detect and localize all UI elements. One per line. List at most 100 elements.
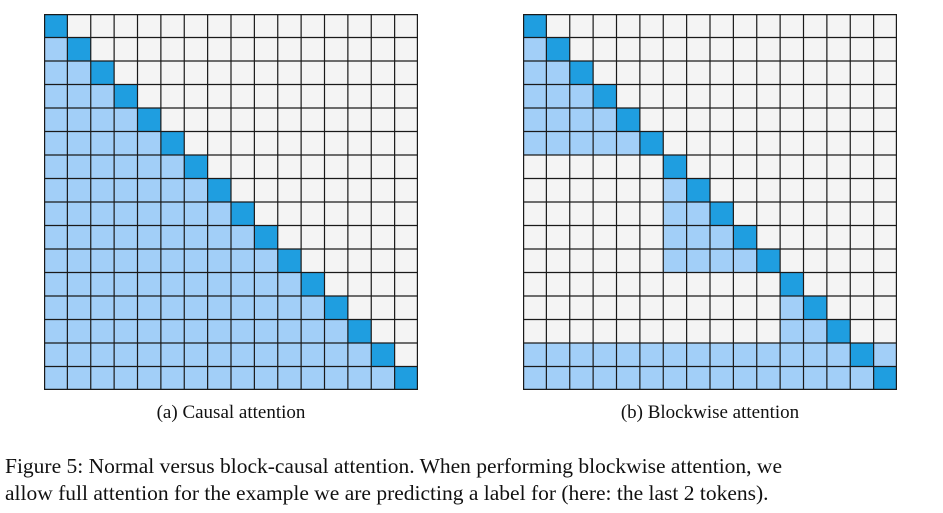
causal-cell-attended xyxy=(44,108,68,132)
causal-cell-diagonal xyxy=(160,131,185,155)
blockwise-cell-masked xyxy=(639,272,664,296)
causal-cell-attended xyxy=(44,319,68,343)
causal-cell-masked xyxy=(324,178,348,202)
blockwise-cell-masked xyxy=(873,202,897,226)
causal-cell-masked xyxy=(231,14,255,38)
blockwise-cell-attended xyxy=(803,366,827,390)
blockwise-cell-masked xyxy=(639,178,664,202)
blockwise-cell-attended xyxy=(569,131,594,155)
blockwise-cell-attended xyxy=(546,61,570,85)
causal-cell-masked xyxy=(254,37,278,61)
blockwise-cell-attended xyxy=(710,366,734,390)
blockwise-cell-masked xyxy=(873,108,897,132)
blockwise-cell-attended xyxy=(546,131,570,155)
figure-caption-line-1: Figure 5: Normal versus block-causal att… xyxy=(5,454,782,478)
causal-cell-masked xyxy=(137,61,161,85)
blockwise-cell-masked xyxy=(710,155,734,179)
causal-cell-masked xyxy=(207,155,231,179)
blockwise-cell-masked xyxy=(850,37,874,61)
causal-cell-attended xyxy=(160,178,185,202)
causal-cell-attended xyxy=(231,249,255,273)
blockwise-cell-masked xyxy=(616,319,640,343)
blockwise-cell-masked xyxy=(639,61,664,85)
blockwise-cell-diagonal xyxy=(780,272,804,296)
blockwise-cell-masked xyxy=(639,249,664,273)
blockwise-cell-masked xyxy=(710,296,734,320)
causal-cell-masked xyxy=(324,37,348,61)
blockwise-cell-masked xyxy=(850,296,874,320)
causal-cell-masked xyxy=(231,155,255,179)
causal-cell-masked xyxy=(324,14,348,38)
blockwise-cell-masked xyxy=(593,202,617,226)
blockwise-cell-attended xyxy=(546,108,570,132)
blockwise-cell-masked xyxy=(616,178,640,202)
blockwise-cell-masked xyxy=(826,61,851,85)
causal-cell-attended xyxy=(301,343,325,367)
causal-cell-masked xyxy=(301,131,325,155)
causal-cell-attended xyxy=(160,319,185,343)
causal-cell-attended xyxy=(184,178,208,202)
causal-cell-attended xyxy=(114,319,138,343)
causal-cell-attended xyxy=(114,272,138,296)
blockwise-cell-masked xyxy=(756,296,781,320)
blockwise-cell-masked xyxy=(639,225,664,249)
causal-cell-attended xyxy=(114,108,138,132)
blockwise-cell-masked xyxy=(756,155,781,179)
blockwise-cell-attended xyxy=(639,366,664,390)
causal-cell-attended xyxy=(114,343,138,367)
causal-cell-attended xyxy=(44,178,68,202)
causal-cell-attended xyxy=(160,296,185,320)
blockwise-cell-masked xyxy=(803,61,827,85)
blockwise-cell-masked xyxy=(733,108,757,132)
causal-cell-diagonal xyxy=(394,366,418,390)
causal-cell-masked xyxy=(277,202,302,226)
blockwise-cell-masked xyxy=(733,296,757,320)
causal-cell-masked xyxy=(301,202,325,226)
blockwise-cell-masked xyxy=(733,178,757,202)
causal-cell-masked xyxy=(207,14,231,38)
causal-cell-diagonal xyxy=(184,155,208,179)
figure-caption-line-2: allow full attention for the example we … xyxy=(5,481,769,505)
blockwise-cell-attended xyxy=(523,108,547,132)
blockwise-cell-masked xyxy=(826,37,851,61)
blockwise-cell-masked xyxy=(616,155,640,179)
causal-cell-masked xyxy=(231,131,255,155)
blockwise-cell-masked xyxy=(733,155,757,179)
causal-cell-masked xyxy=(394,131,418,155)
causal-cell-masked xyxy=(347,225,372,249)
blockwise-cell-masked xyxy=(756,131,781,155)
blockwise-cell-masked xyxy=(873,319,897,343)
blockwise-cell-masked xyxy=(850,14,874,38)
blockwise-cell-attended xyxy=(569,108,594,132)
causal-cell-masked xyxy=(114,61,138,85)
blockwise-cell-attended xyxy=(569,84,594,108)
blockwise-cell-diagonal xyxy=(803,296,827,320)
causal-cell-attended xyxy=(44,296,68,320)
blockwise-cell-masked xyxy=(546,202,570,226)
causal-cell-masked xyxy=(347,131,372,155)
causal-cell-masked xyxy=(137,84,161,108)
causal-cell-attended xyxy=(207,366,231,390)
causal-cell-masked xyxy=(184,14,208,38)
causal-cell-diagonal xyxy=(371,343,395,367)
causal-cell-attended xyxy=(67,319,91,343)
blockwise-cell-attended xyxy=(756,366,781,390)
blockwise-cell-masked xyxy=(756,225,781,249)
blockwise-cell-masked xyxy=(546,178,570,202)
causal-cell-diagonal xyxy=(324,296,348,320)
blockwise-cell-masked xyxy=(686,14,710,38)
causal-cell-attended xyxy=(184,366,208,390)
blockwise-cell-masked xyxy=(710,178,734,202)
blockwise-cell-diagonal xyxy=(593,84,617,108)
causal-cell-attended xyxy=(184,225,208,249)
causal-cell-attended xyxy=(184,249,208,273)
causal-cell-masked xyxy=(301,178,325,202)
causal-cell-attended xyxy=(207,272,231,296)
causal-cell-attended xyxy=(67,108,91,132)
blockwise-cell-diagonal xyxy=(546,37,570,61)
blockwise-cell-masked xyxy=(593,272,617,296)
causal-cell-masked xyxy=(114,37,138,61)
causal-cell-attended xyxy=(160,272,185,296)
blockwise-cell-masked xyxy=(873,272,897,296)
blockwise-cell-masked xyxy=(639,37,664,61)
